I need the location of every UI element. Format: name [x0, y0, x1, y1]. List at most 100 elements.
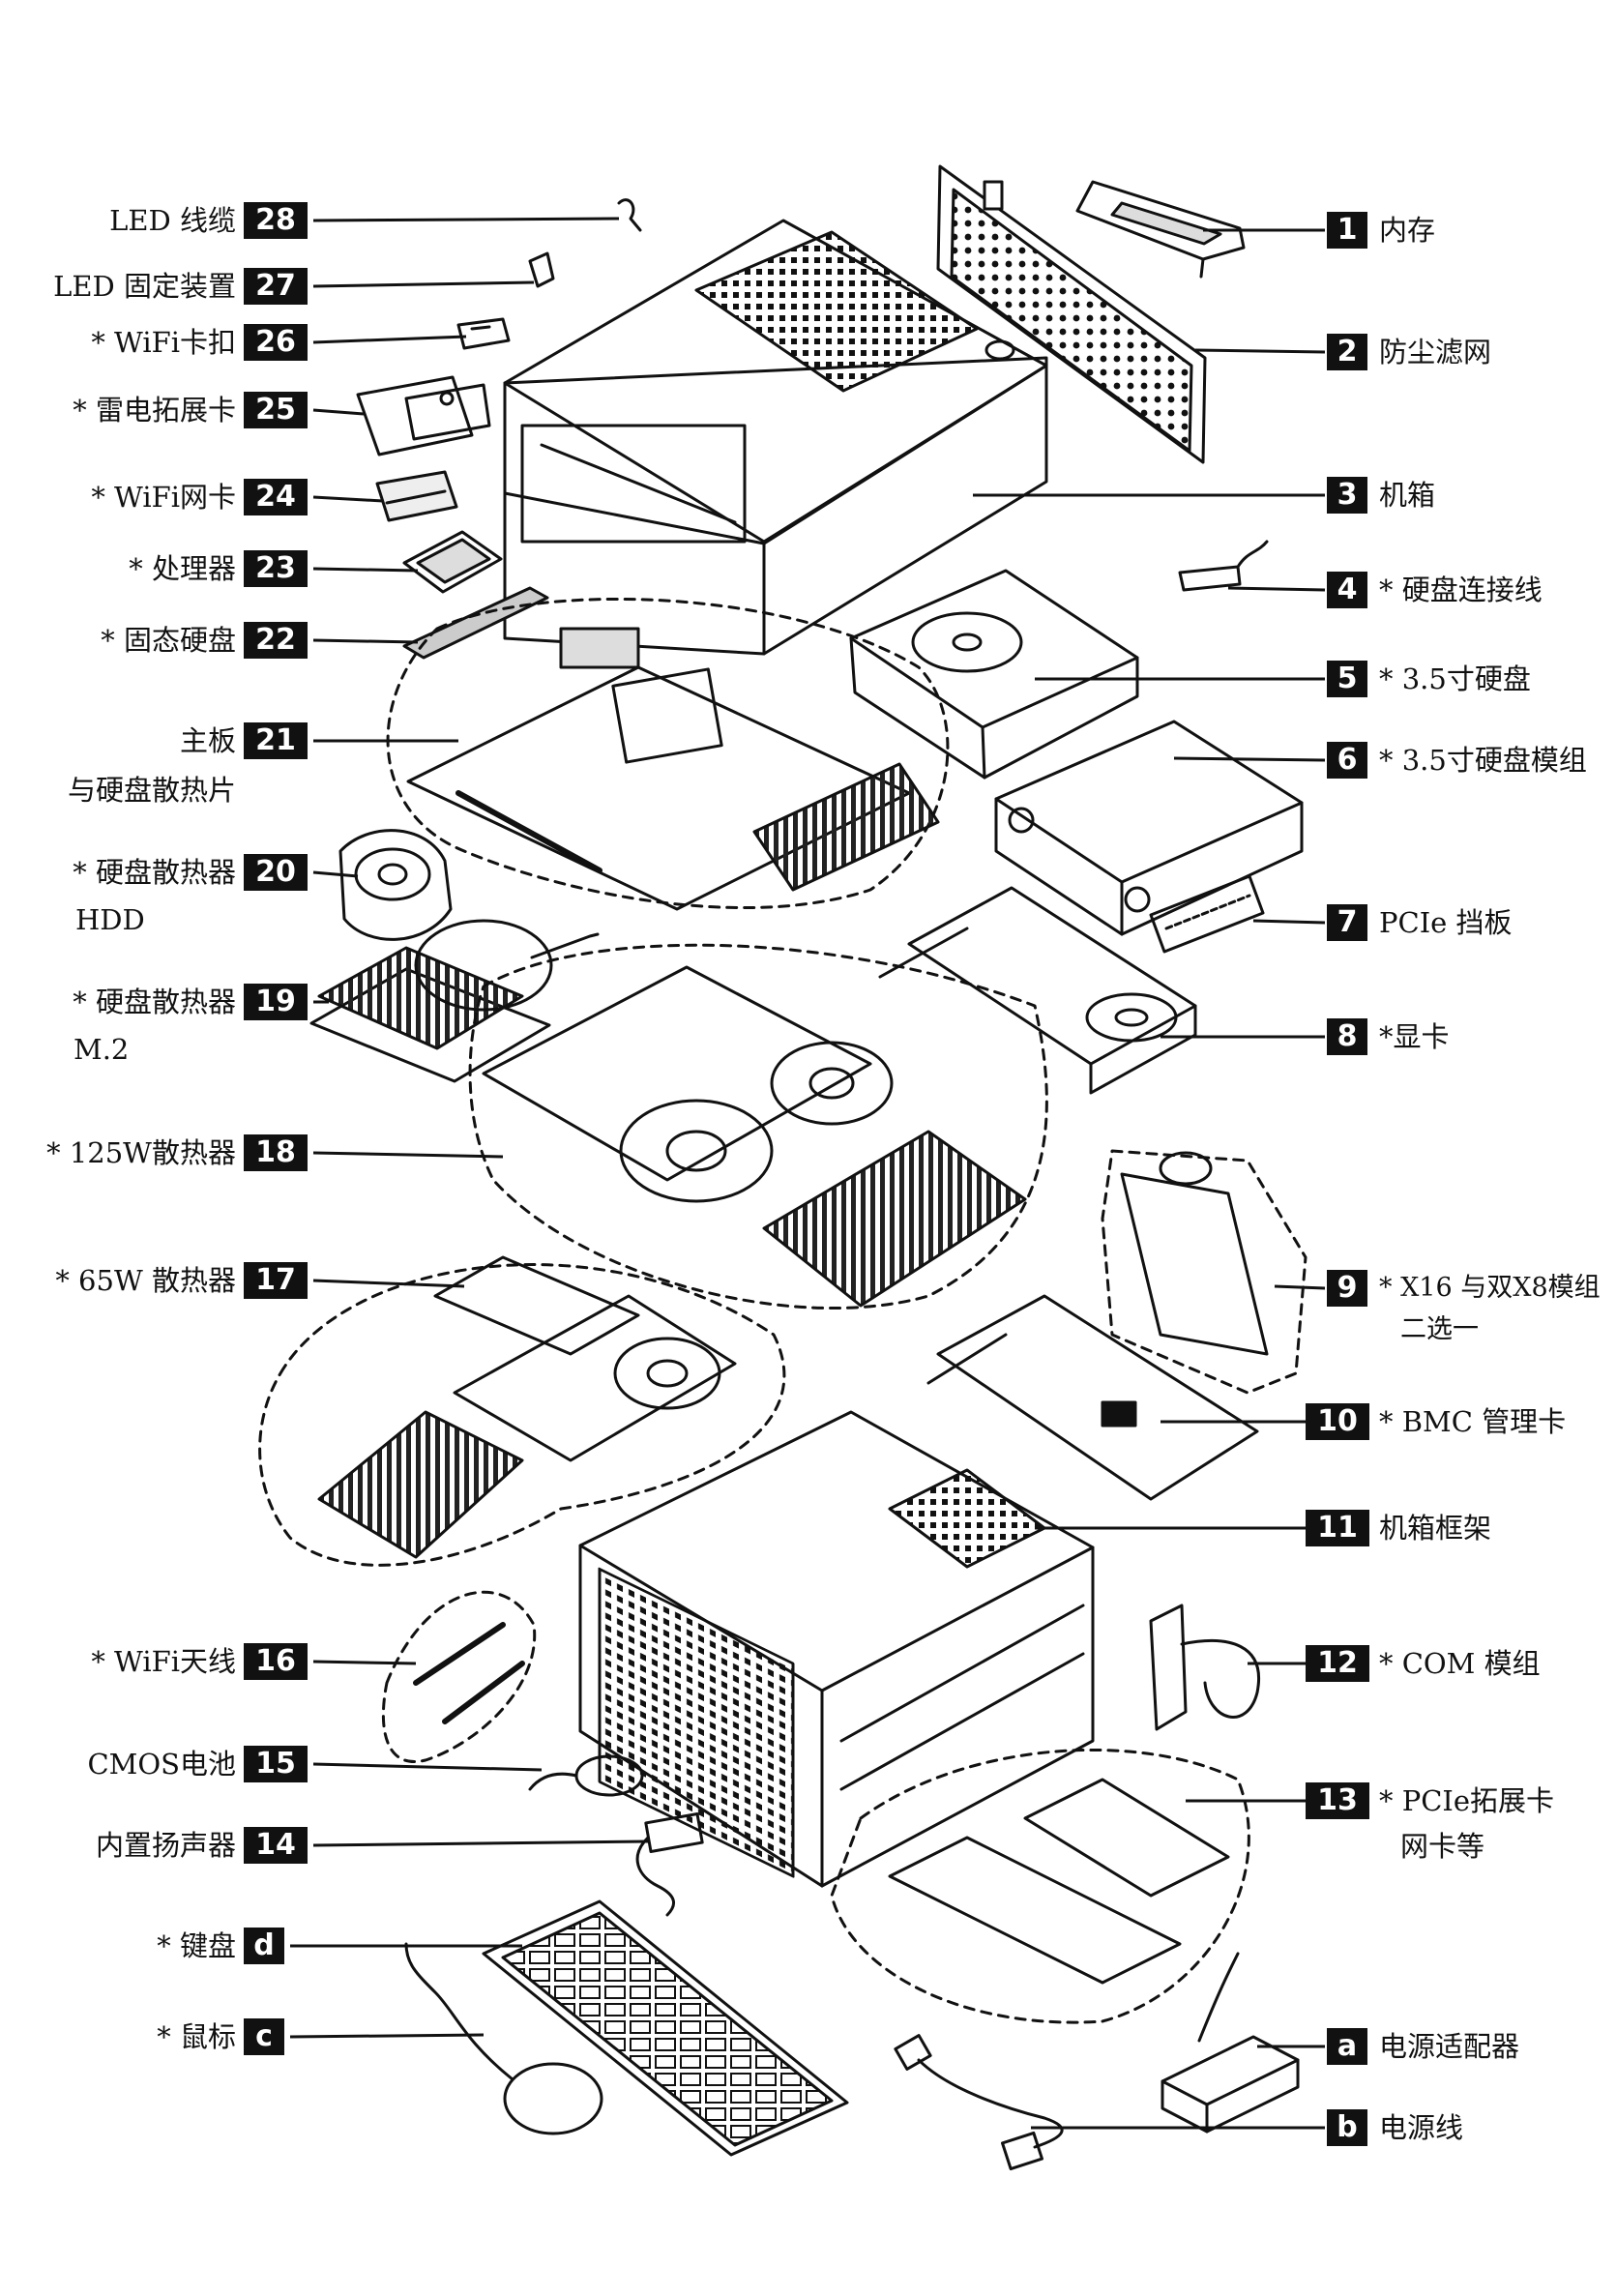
callout-badge-18: 18 — [244, 1134, 308, 1171]
speaker-part — [635, 1812, 704, 1917]
callout-label-d: * 键盘 — [157, 1929, 236, 1962]
callout-badge-14: 14 — [244, 1827, 308, 1864]
callout-label-25: * 雷电拓展卡 — [73, 394, 236, 427]
pcie-bracket-part — [1149, 874, 1265, 954]
callout-sublabel-21: 与硬盘散热片 — [67, 774, 236, 807]
callout-badge-27: 27 — [244, 268, 308, 305]
callout-badge-16: 16 — [244, 1643, 308, 1680]
m2-cooler-part — [309, 919, 600, 1083]
callout-badge-5: 5 — [1327, 661, 1367, 697]
wifi-antenna-part — [381, 1590, 537, 1763]
callout-label-19: * 硬盘散热器 — [73, 986, 236, 1018]
callout-label-11: 机箱框架 — [1379, 1512, 1492, 1545]
callout-label-21: 主板 — [179, 724, 236, 757]
memory-module-part — [1075, 180, 1246, 279]
graphics-card-part — [878, 886, 1197, 1095]
callout-badge-26: 26 — [244, 324, 308, 361]
bmc-card-part — [926, 1294, 1259, 1501]
com-module-part — [1149, 1604, 1260, 1731]
callout-badge-6: 6 — [1327, 742, 1367, 779]
cooler-65w-part — [258, 1255, 786, 1567]
callout-badge-15: 15 — [244, 1746, 308, 1782]
wifi-clip-part — [456, 317, 511, 350]
callout-label-b: 电源线 — [1379, 2111, 1464, 2144]
wifi-card-part — [375, 470, 458, 522]
power-cord-part — [894, 2034, 1064, 2171]
callout-badge-d: d — [244, 1928, 284, 1964]
thunderbolt-card-part — [356, 375, 491, 456]
hdd-cable-part — [1178, 540, 1269, 592]
callout-badge-7: 7 — [1327, 904, 1367, 941]
chassis-frame-part — [578, 1410, 1095, 1888]
hdd-cooler-part — [338, 829, 453, 941]
motherboard-part — [386, 597, 950, 911]
callout-label-18: * 125W散热器 — [46, 1136, 236, 1169]
led-holder-part — [528, 251, 555, 288]
chassis-cover-part — [503, 219, 1048, 656]
hdd-35-part — [849, 569, 1139, 780]
callout-label-9: * X16 与双X8模组 — [1379, 1273, 1601, 1303]
callout-label-1: 内存 — [1379, 214, 1436, 247]
callout-label-22: * 固态硬盘 — [101, 624, 236, 657]
callout-label-3: 机箱 — [1379, 479, 1436, 512]
keyboard-part — [482, 1899, 849, 2157]
callout-label-16: * WiFi天线 — [91, 1645, 236, 1678]
callout-label-27: LED 固定装置 — [53, 270, 236, 303]
callout-badge-b: b — [1327, 2109, 1367, 2146]
callout-badge-23: 23 — [244, 550, 308, 587]
callout-label-26: * WiFi卡扣 — [91, 326, 236, 359]
callout-sublabel-19: M.2 — [73, 1033, 130, 1066]
callout-label-24: * WiFi网卡 — [91, 481, 236, 514]
callout-label-4: * 硬盘连接线 — [1379, 574, 1543, 606]
callout-badge-8: 8 — [1327, 1018, 1367, 1055]
callout-label-a: 电源适配器 — [1379, 2030, 1520, 2063]
callout-badge-11: 11 — [1306, 1510, 1369, 1546]
callout-badge-25: 25 — [244, 392, 308, 428]
callout-sublabel-20: HDD — [75, 903, 145, 936]
hdd-module-part — [994, 720, 1304, 936]
callout-badge-12: 12 — [1306, 1645, 1369, 1682]
riser-module-part — [1101, 1149, 1307, 1395]
callout-badge-28: 28 — [244, 202, 308, 239]
led-cable-part — [617, 198, 642, 232]
callout-badge-3: 3 — [1327, 477, 1367, 514]
callout-badge-19: 19 — [244, 984, 308, 1020]
callout-sublabel-13: 网卡等 — [1400, 1830, 1485, 1863]
callout-badge-13: 13 — [1306, 1782, 1369, 1819]
callout-badge-24: 24 — [244, 479, 308, 515]
callout-badge-4: 4 — [1327, 572, 1367, 608]
callout-label-28: LED 线缆 — [109, 204, 236, 237]
callout-badge-2: 2 — [1327, 334, 1367, 370]
dust-filter-part — [936, 164, 1207, 464]
callout-label-20: * 硬盘散热器 — [73, 856, 236, 889]
callout-label-10: * BMC 管理卡 — [1379, 1405, 1567, 1438]
power-adapter-part — [1161, 1952, 1300, 2134]
callout-badge-c: c — [244, 2018, 284, 2055]
callout-label-2: 防尘滤网 — [1379, 336, 1492, 368]
callout-badge-9: 9 — [1327, 1270, 1367, 1307]
callout-sublabel-9: 二选一 — [1400, 1314, 1479, 1344]
callout-label-14: 内置扬声器 — [95, 1829, 236, 1862]
callout-badge-20: 20 — [244, 854, 308, 891]
callout-label-c: * 鼠标 — [157, 2020, 236, 2053]
cmos-battery-part — [528, 1754, 644, 1797]
callout-label-13: * PCIe拓展卡 — [1379, 1784, 1555, 1817]
callout-label-5: * 3.5寸硬盘 — [1379, 662, 1531, 695]
cpu-part — [402, 530, 503, 594]
callout-label-23: * 处理器 — [129, 552, 236, 585]
callout-label-8: *显卡 — [1379, 1020, 1450, 1053]
callout-label-7: PCIe 挡板 — [1379, 906, 1513, 939]
callout-badge-1: 1 — [1327, 212, 1367, 249]
mouse-part — [404, 1942, 603, 2135]
callout-label-15: CMOS电池 — [87, 1748, 236, 1781]
callout-badge-21: 21 — [244, 722, 308, 759]
pcie-expansion-part — [830, 1749, 1250, 2024]
callout-badge-a: a — [1327, 2028, 1367, 2065]
callout-label-12: * COM 模组 — [1379, 1647, 1541, 1680]
callout-badge-22: 22 — [244, 622, 308, 659]
callout-badge-10: 10 — [1306, 1403, 1369, 1440]
callout-label-6: * 3.5寸硬盘模组 — [1379, 744, 1587, 777]
callout-label-17: * 65W 散热器 — [55, 1264, 236, 1297]
ssd-part — [402, 586, 549, 660]
